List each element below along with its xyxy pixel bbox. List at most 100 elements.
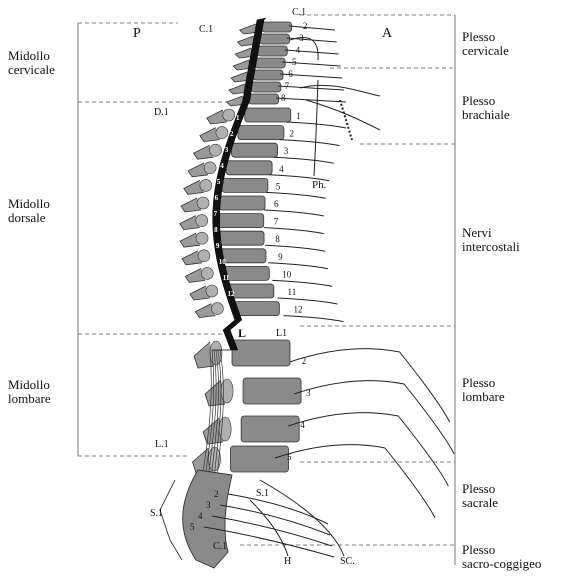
vertebral-body xyxy=(243,378,301,404)
intercostal-nerve xyxy=(265,245,325,251)
intercostal-nerve xyxy=(278,298,338,304)
vertebral-body xyxy=(226,161,272,175)
lumbar-nerve-number: 5 xyxy=(287,452,292,462)
articular-process xyxy=(201,267,213,279)
lumbar-nerve-number: 2 xyxy=(302,356,307,366)
articular-process xyxy=(197,197,209,209)
l-body-label: L xyxy=(238,328,246,338)
intercostal-nerve xyxy=(279,140,339,146)
intercostal-nerve xyxy=(268,263,328,269)
articular-process xyxy=(200,179,212,191)
label-line-2: cervicale xyxy=(8,63,78,77)
articular-process xyxy=(196,232,208,244)
label-line-1: Plesso xyxy=(462,30,562,44)
label-line-1: Midollo xyxy=(8,197,78,211)
intercostal-nerve xyxy=(264,228,324,234)
vertebral-body xyxy=(222,178,268,192)
label-line-1: Plesso xyxy=(462,376,562,390)
vertebral-body xyxy=(218,231,264,245)
label-line-2: sacro-coggigeo xyxy=(462,557,562,571)
cord-segment-number: 12 xyxy=(228,290,236,298)
cord-segment-number: 2 xyxy=(230,130,234,138)
dorsal-nerve-number: 4 xyxy=(279,164,284,174)
sacral-nerve-number: 4 xyxy=(198,511,203,521)
dorsal-nerve-number: 6 xyxy=(274,199,279,209)
sacral-nerve-number: 5 xyxy=(190,522,195,532)
label-line-2: dorsale xyxy=(8,211,78,225)
phrenic-label: Ph. xyxy=(312,180,326,190)
vertebral-body xyxy=(257,46,287,56)
vertebral-body xyxy=(232,143,278,157)
sacral-crest xyxy=(160,480,182,560)
articular-process xyxy=(198,250,210,262)
dorsal-nerve-number: 11 xyxy=(288,287,297,297)
label-midollo-lombare: Midollo lombare xyxy=(8,378,78,406)
intercostal-nerve xyxy=(284,316,344,322)
vertebral-body xyxy=(220,249,266,263)
sc-label: SC. xyxy=(340,557,355,567)
label-line-2: sacrale xyxy=(462,496,562,510)
cord-segment-number: 10 xyxy=(219,258,227,266)
cervical-nerve xyxy=(285,50,339,54)
label-nervi-intercostali: Nervi intercostali xyxy=(462,226,562,254)
cord-segment-number: 8 xyxy=(214,226,218,234)
articular-process xyxy=(210,144,222,156)
label-plesso-brachiale: Plesso brachiale xyxy=(462,94,562,122)
vertebral-body xyxy=(218,214,264,228)
phrenic-nerve xyxy=(314,80,318,176)
articular-process xyxy=(223,109,235,121)
articular-process xyxy=(204,162,216,174)
vertebral-body xyxy=(241,416,299,442)
dorsal-nerve-number: 10 xyxy=(282,269,292,279)
cord-segment-number: 1 xyxy=(236,114,240,122)
c1-left-label: C.1 xyxy=(199,25,213,35)
sacrum-shape xyxy=(183,470,232,568)
cervical-nerve-number: 2 xyxy=(303,21,308,31)
s1-right-label: S.1 xyxy=(256,489,269,499)
cord-segment-number: 6 xyxy=(215,194,219,202)
articular-process xyxy=(196,215,208,227)
vertebral-body xyxy=(232,340,290,366)
intercostal-nerve xyxy=(272,280,332,286)
intercostal-nerve xyxy=(266,192,326,198)
label-line-2: cervicale xyxy=(462,44,562,58)
h-label: H xyxy=(284,557,291,567)
label-midollo-dorsale: Midollo dorsale xyxy=(8,197,78,225)
lumbar-plexus-nerve xyxy=(288,413,448,486)
label-line-2: brachiale xyxy=(462,108,562,122)
dorsal-nerve-number: 9 xyxy=(278,252,283,262)
dorsal-nerve-number: 2 xyxy=(289,129,294,139)
lumbar-nerve-number: 4 xyxy=(300,420,305,430)
d1-label: D.1 xyxy=(154,108,169,118)
label-line-1: Nervi xyxy=(462,226,562,240)
cervical-nerve-number: 6 xyxy=(288,69,293,79)
label-line-1: Midollo xyxy=(8,378,78,392)
cervical-nerve xyxy=(289,26,335,30)
lumbar-plexus-nerve xyxy=(275,445,435,518)
label-line-1: Plesso xyxy=(462,543,562,557)
vertebral-body xyxy=(228,284,274,298)
vertebral-body xyxy=(259,34,289,44)
label-line-2: lombare xyxy=(462,390,562,404)
anterior-header: A xyxy=(382,27,392,41)
vertebral-body xyxy=(253,70,283,80)
dorsal-nerve-number: 1 xyxy=(296,111,301,121)
label-midollo-cervicale: Midollo cervicale xyxy=(8,49,78,77)
label-plesso-sacrale: Plesso sacrale xyxy=(462,482,562,510)
dorsal-nerve-number: 8 xyxy=(275,234,280,244)
sacral-nerve-number: 3 xyxy=(206,500,211,510)
vertebral-body xyxy=(255,58,285,68)
vertebral-body xyxy=(223,266,269,280)
dorsal-nerve-number: 3 xyxy=(284,146,289,156)
label-plesso-cervicale: Plesso cervicale xyxy=(462,30,562,58)
cord-segment-number: 3 xyxy=(225,146,229,154)
intercostal-nerve xyxy=(264,210,324,216)
cervical-nerve-number: 3 xyxy=(299,33,304,43)
l1-right-label: L1 xyxy=(276,329,287,339)
vertebral-body xyxy=(249,94,279,104)
label-line-1: Plesso xyxy=(462,94,562,108)
label-line-1: Midollo xyxy=(8,49,78,63)
intercostal-nerve xyxy=(274,157,334,163)
label-line-2: lombare xyxy=(8,392,78,406)
